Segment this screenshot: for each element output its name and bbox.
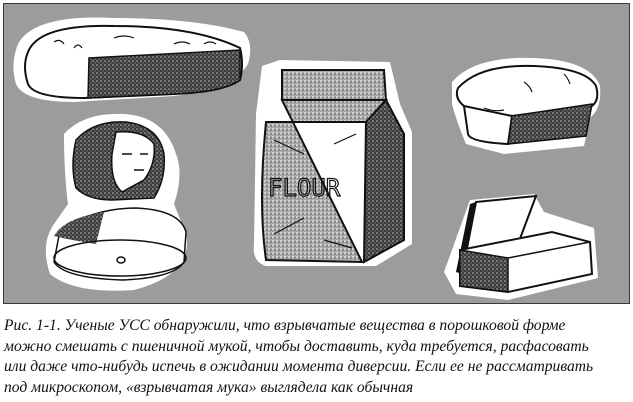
figure-caption: Рис. 1-1. Ученые УСС обнаружили, что взр… bbox=[4, 316, 630, 398]
flour-label: FLOUR bbox=[268, 174, 341, 202]
flour-bag-drawing: FLOUR bbox=[253, 60, 412, 266]
bread-loaf-drawing bbox=[452, 57, 601, 154]
caption-line-4: под микроскопом, «взрывчатая мука» выгля… bbox=[4, 378, 414, 396]
caption-line-3: или даже что-нибудь испечь в ожидании мо… bbox=[4, 358, 594, 375]
bust-statuette-drawing bbox=[45, 113, 187, 291]
block-and-slab-drawing bbox=[444, 194, 598, 300]
broken-loaf-drawing bbox=[13, 17, 251, 102]
caption-line-2: можно смешать с пшеничной мукой, чтобы д… bbox=[4, 337, 589, 355]
illustration-figure: FLOUR bbox=[3, 3, 630, 304]
caption-line-1: Рис. 1-1. Ученые УСС обнаружили, что взр… bbox=[4, 317, 566, 334]
